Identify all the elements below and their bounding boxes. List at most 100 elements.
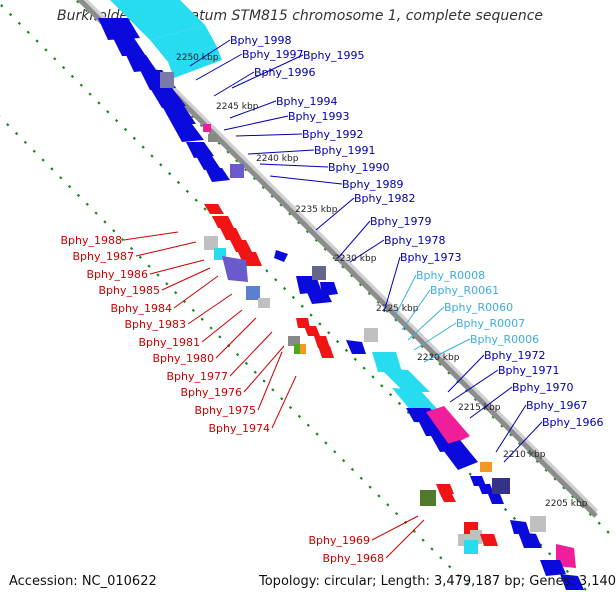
gene-label-bphy-1989[interactable]: Bphy_1989 [269, 175, 404, 191]
leader-line [229, 100, 277, 119]
gene-label-bphy-1978[interactable]: Bphy_1978 [349, 234, 446, 263]
gene-label-text: Bphy_1991 [314, 144, 376, 157]
gene-label-bphy-r0006[interactable]: Bphy_R0006 [423, 333, 539, 363]
feature-strip [98, 0, 584, 590]
tick-label: 2250 kbp [176, 53, 219, 63]
gene-label-bphy-1981[interactable]: Bphy_1981 [138, 309, 243, 349]
gene-label-text: Bphy_1986 [86, 268, 148, 281]
gene-label-bphy-1975[interactable]: Bphy_1975 [194, 351, 283, 417]
leader-line [449, 369, 499, 403]
gene-label-bphy-1967[interactable]: Bphy_1967 [495, 399, 588, 453]
gene-label-text: Bphy_1973 [400, 251, 462, 264]
gene-label-bphy-1980[interactable]: Bphy_1980 [152, 317, 257, 365]
gene-label-text: Bphy_1967 [526, 399, 588, 412]
leader-line [349, 239, 385, 263]
gene-label-text: Bphy_1990 [328, 161, 390, 174]
gene-label-text: Bphy_1983 [124, 318, 186, 331]
leader-line [407, 306, 445, 341]
gene-label-text: Bphy_1969 [308, 534, 370, 547]
leader-line [503, 421, 543, 463]
gene-label-bphy-1971[interactable]: Bphy_1971 [449, 364, 560, 403]
leader-line [495, 404, 527, 453]
outer-dotted-guide [0, 2, 591, 595]
gene-label-bphy-1977[interactable]: Bphy_1977 [166, 331, 273, 383]
gene-label-bphy-1996[interactable]: Bphy_1996 [213, 66, 316, 97]
leader-line [189, 39, 231, 67]
gene-label-bphy-1982[interactable]: Bphy_1982 [315, 192, 416, 231]
gene-label-bphy-1983[interactable]: Bphy_1983 [124, 293, 233, 331]
leader-line [215, 317, 257, 359]
gene-label-bphy-1979[interactable]: Bphy_1979 [337, 215, 432, 259]
gene-label-text: Bphy_1998 [230, 34, 292, 47]
gene-label-bphy-1985[interactable]: Bphy_1985 [98, 267, 211, 297]
leader-line [257, 351, 283, 411]
tick-label: 2205 kbp [545, 499, 588, 509]
leader-line [223, 115, 289, 131]
leader-line [413, 322, 457, 351]
gene-label-bphy-1995[interactable]: Bphy_1995 [231, 49, 365, 89]
gene-label-bphy-1984[interactable]: Bphy_1984 [110, 275, 219, 315]
gene-label-bphy-1969[interactable]: Bphy_1969 [308, 515, 419, 547]
gene-label-text: Bphy_1974 [208, 422, 270, 435]
genome-summary-label: Topology: circular; Length: 3,479,187 bp… [259, 574, 616, 589]
gene-label-bphy-1986[interactable]: Bphy_1986 [86, 259, 205, 281]
gene-label-text: Bphy_1984 [110, 302, 172, 315]
gene-label-text: Bphy_1980 [152, 352, 214, 365]
gene-label-text: Bphy_R0060 [444, 301, 513, 314]
gene-label-bphy-1993[interactable]: Bphy_1993 [223, 110, 350, 131]
gene-label-bphy-1970[interactable]: Bphy_1970 [469, 381, 574, 419]
gene-label-bphy-1998[interactable]: Bphy_1998 [189, 34, 292, 67]
leader-line [423, 338, 471, 363]
gene-label-bphy-1991[interactable]: Bphy_1991 [247, 144, 376, 157]
gene-label-text: Bphy_1994 [276, 95, 338, 108]
gene-label-text: Bphy_1996 [254, 66, 316, 79]
gene-label-text: Bphy_1979 [370, 215, 432, 228]
gene-label-text: Bphy_1975 [194, 404, 256, 417]
leader-line [243, 345, 285, 393]
gene-label-text: Bphy_R0008 [416, 269, 485, 282]
gene-label-bphy-r0061[interactable]: Bphy_R0061 [401, 284, 499, 331]
tick-label: 2210 kbp [503, 450, 546, 460]
gene-label-bphy-r0008[interactable]: Bphy_R0008 [393, 269, 485, 319]
gene-label-bphy-1990[interactable]: Bphy_1990 [259, 161, 390, 174]
gene-label-bphy-1997[interactable]: Bphy_1997 [195, 48, 304, 81]
gene-label-bphy-1994[interactable]: Bphy_1994 [229, 95, 338, 119]
gene-label-bphy-1992[interactable]: Bphy_1992 [235, 128, 364, 141]
leader-line [173, 275, 219, 309]
gene-label-bphy-1974[interactable]: Bphy_1974 [208, 375, 297, 435]
gene-label-bphy-r0060[interactable]: Bphy_R0060 [407, 301, 513, 341]
gene-label-text: Bphy_1971 [498, 364, 560, 377]
leader-line [195, 53, 243, 81]
left-gene-labels[interactable]: Bphy_1988Bphy_1987Bphy_1986Bphy_1985Bphy… [60, 231, 425, 565]
leader-line [401, 289, 431, 331]
gene-label-text: Bphy_1995 [303, 49, 365, 62]
tick-label: 2235 kbp [295, 205, 338, 215]
leader-line [393, 274, 417, 319]
leader-line [187, 293, 233, 325]
gene-label-bphy-1966[interactable]: Bphy_1966 [503, 416, 604, 463]
gene-label-bphy-1972[interactable]: Bphy_1972 [447, 349, 546, 393]
tick-label: 2245 kbp [216, 102, 259, 112]
gene-label-bphy-1988[interactable]: Bphy_1988 [60, 231, 179, 247]
gene-label-text: Bphy_1978 [384, 234, 446, 247]
gene-label-text: Bphy_1989 [342, 178, 404, 191]
gene-label-text: Bphy_1968 [322, 552, 384, 565]
gene-label-bphy-1976[interactable]: Bphy_1976 [180, 345, 285, 399]
leader-line [161, 267, 211, 291]
gene-label-text: Bphy_R0007 [456, 317, 525, 330]
leader-line [371, 515, 419, 541]
gene-label-text: Bphy_1977 [166, 370, 228, 383]
gene-label-bphy-1973[interactable]: Bphy_1973 [383, 251, 462, 313]
gene-label-bphy-1987[interactable]: Bphy_1987 [72, 241, 197, 263]
leader-line [315, 197, 355, 231]
leader-line [235, 133, 303, 137]
leader-line [123, 231, 179, 241]
gene-label-bphy-1968[interactable]: Bphy_1968 [322, 519, 425, 565]
gene-label-bphy-r0007[interactable]: Bphy_R0007 [413, 317, 525, 351]
inner-dotted-guide [74, 0, 611, 535]
gene-label-text: Bphy_1976 [180, 386, 242, 399]
leader-line [213, 71, 255, 97]
tick-label: 2225 kbp [376, 304, 419, 314]
